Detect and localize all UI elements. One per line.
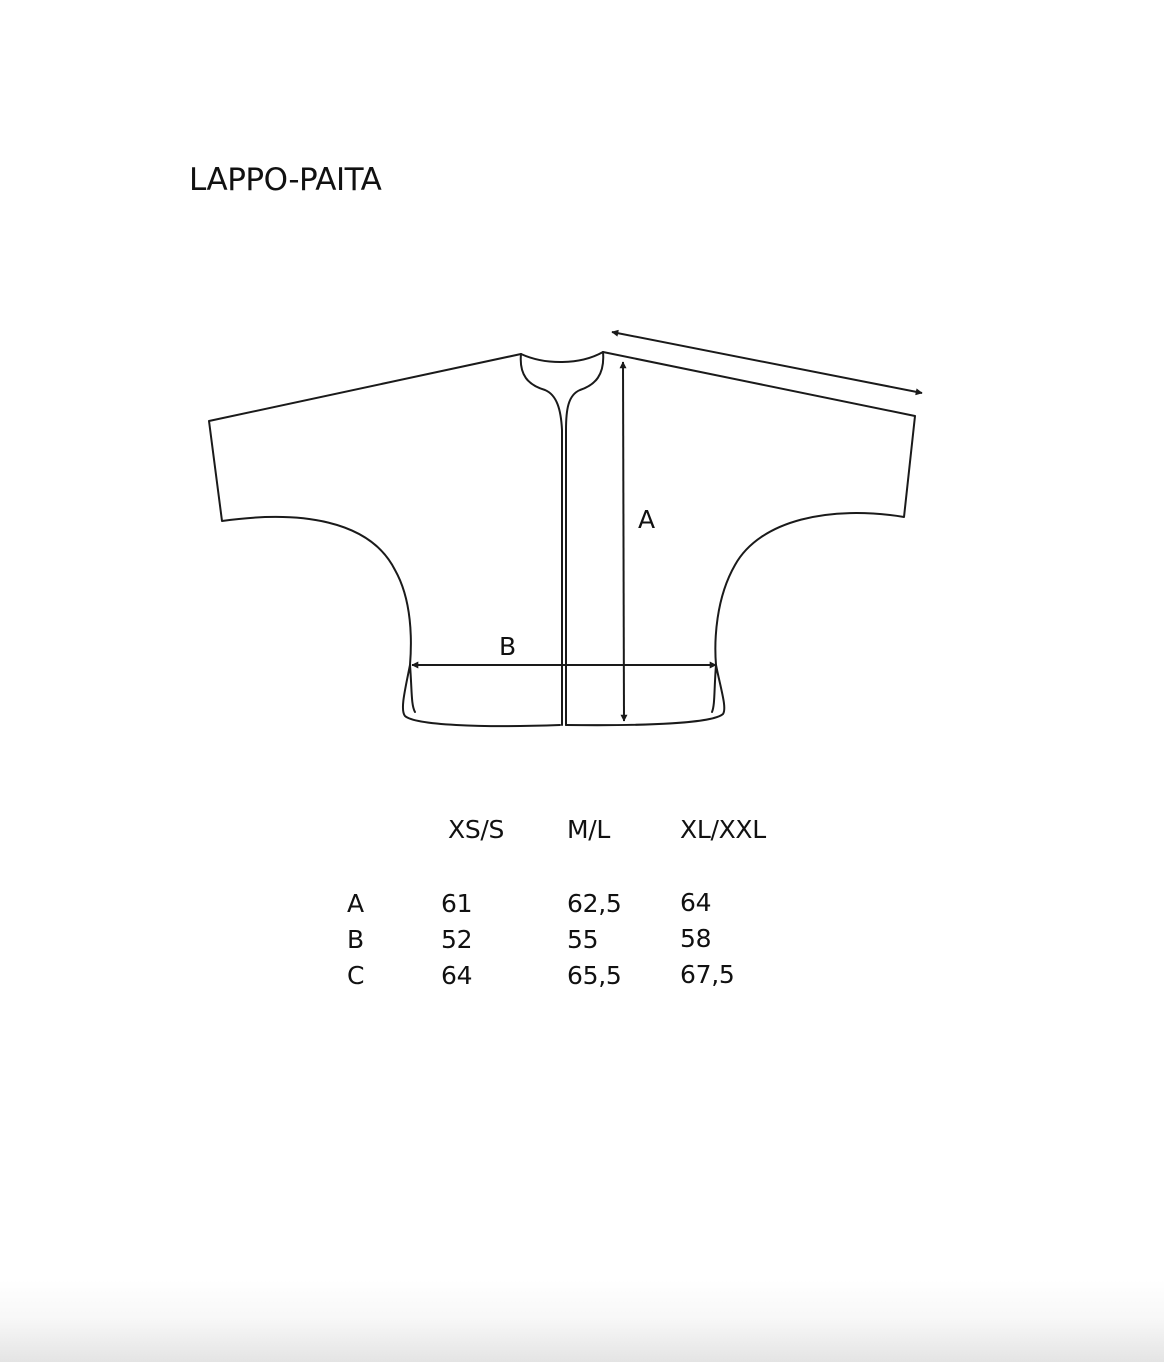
- row-label: B: [347, 925, 364, 954]
- dimension-label-b: B: [499, 632, 517, 661]
- dimension-label-a: A: [638, 505, 656, 534]
- table-cell: 64: [441, 961, 473, 990]
- column-header: XL/XXL: [680, 815, 766, 844]
- length-arrow: [619, 361, 628, 722]
- table-cell: 64: [680, 888, 712, 917]
- table-cell: 62,5: [567, 889, 622, 918]
- row-label: A: [347, 889, 364, 918]
- table-cell: 61: [441, 889, 473, 918]
- page-title: LAPPO-PAITA: [189, 162, 382, 198]
- garment-diagram: [208, 329, 923, 728]
- table-cell: 65,5: [567, 961, 622, 990]
- table-cell: 55: [567, 925, 599, 954]
- garment-outline: [208, 351, 916, 728]
- sleeve-length-arrow: [611, 329, 923, 396]
- column-header: XS/S: [448, 815, 505, 844]
- table-cell: 67,5: [680, 960, 735, 989]
- table-cell: 52: [441, 925, 473, 954]
- row-label: C: [347, 961, 365, 990]
- dimension-arrows: [411, 329, 923, 722]
- table-cell: 58: [680, 924, 712, 953]
- column-header: M/L: [567, 815, 611, 844]
